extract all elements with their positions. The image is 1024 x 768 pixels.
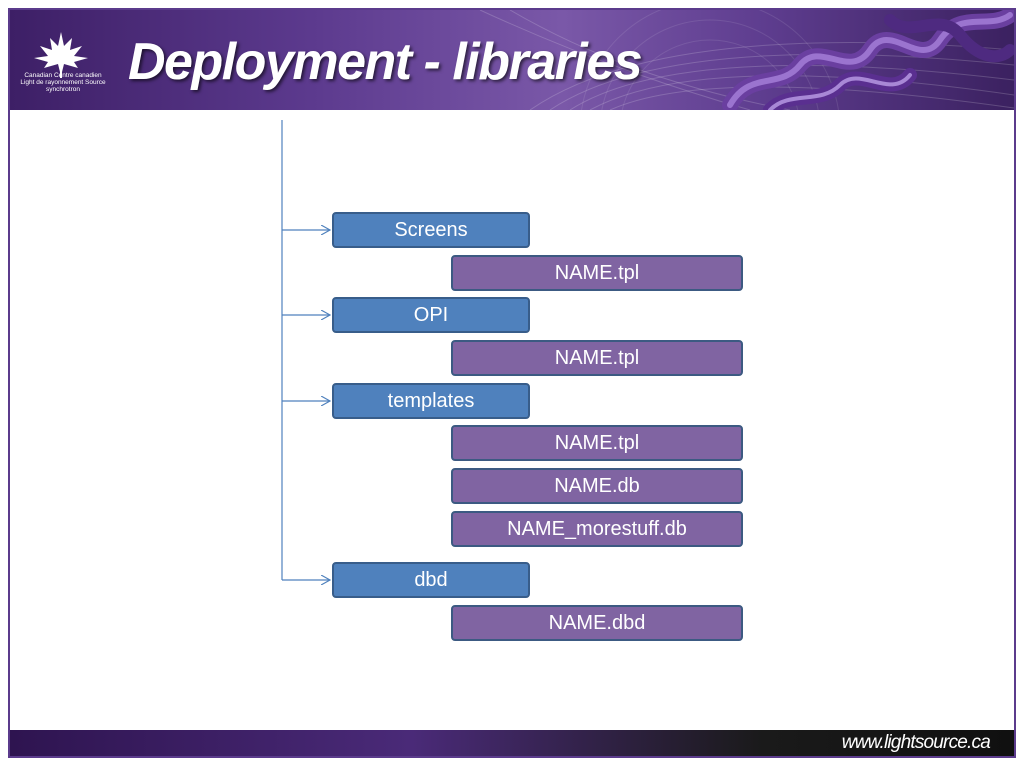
file-templates-name-db: NAME.db xyxy=(451,468,743,504)
folder-label: dbd xyxy=(414,568,448,591)
file-opi-name-tpl: NAME.tpl xyxy=(451,340,743,376)
maple-leaf-logo-icon xyxy=(34,32,88,78)
file-label: NAME.db xyxy=(554,474,640,497)
file-label: NAME_morestuff.db xyxy=(507,517,687,540)
folder-label: OPI xyxy=(413,303,449,326)
file-label: NAME.tpl xyxy=(554,431,640,454)
file-label: NAME.dbd xyxy=(548,611,646,634)
file-dbd-name-dbd: NAME.dbd xyxy=(451,605,743,641)
file-templates-name-morestuff-db: NAME_morestuff.db xyxy=(451,511,743,547)
folder-label: templates xyxy=(387,389,475,412)
file-templates-name-tpl: NAME.tpl xyxy=(451,425,743,461)
footer-url: www.lightsource.ca xyxy=(841,732,991,753)
folder-dbd: dbd xyxy=(332,562,530,598)
folder-opi: OPI xyxy=(332,297,530,333)
file-screens-name-tpl: NAME.tpl xyxy=(451,255,743,291)
folder-label: Screens xyxy=(394,218,468,241)
file-label: NAME.tpl xyxy=(554,261,640,284)
light-streaks-decoration xyxy=(479,10,1014,110)
header-banner: Canadian Centre canadien Light de rayonn… xyxy=(10,10,1014,110)
folder-templates: templates xyxy=(332,383,530,419)
slide-title: Deployment - libraries xyxy=(128,33,643,91)
logo-caption: Canadian Centre canadien Light de rayonn… xyxy=(20,72,106,93)
protein-ribbon-image xyxy=(722,10,1014,110)
file-label: NAME.tpl xyxy=(554,346,640,369)
folder-screens: Screens xyxy=(332,212,530,248)
footer-bar: www.lightsource.ca xyxy=(10,730,1014,756)
